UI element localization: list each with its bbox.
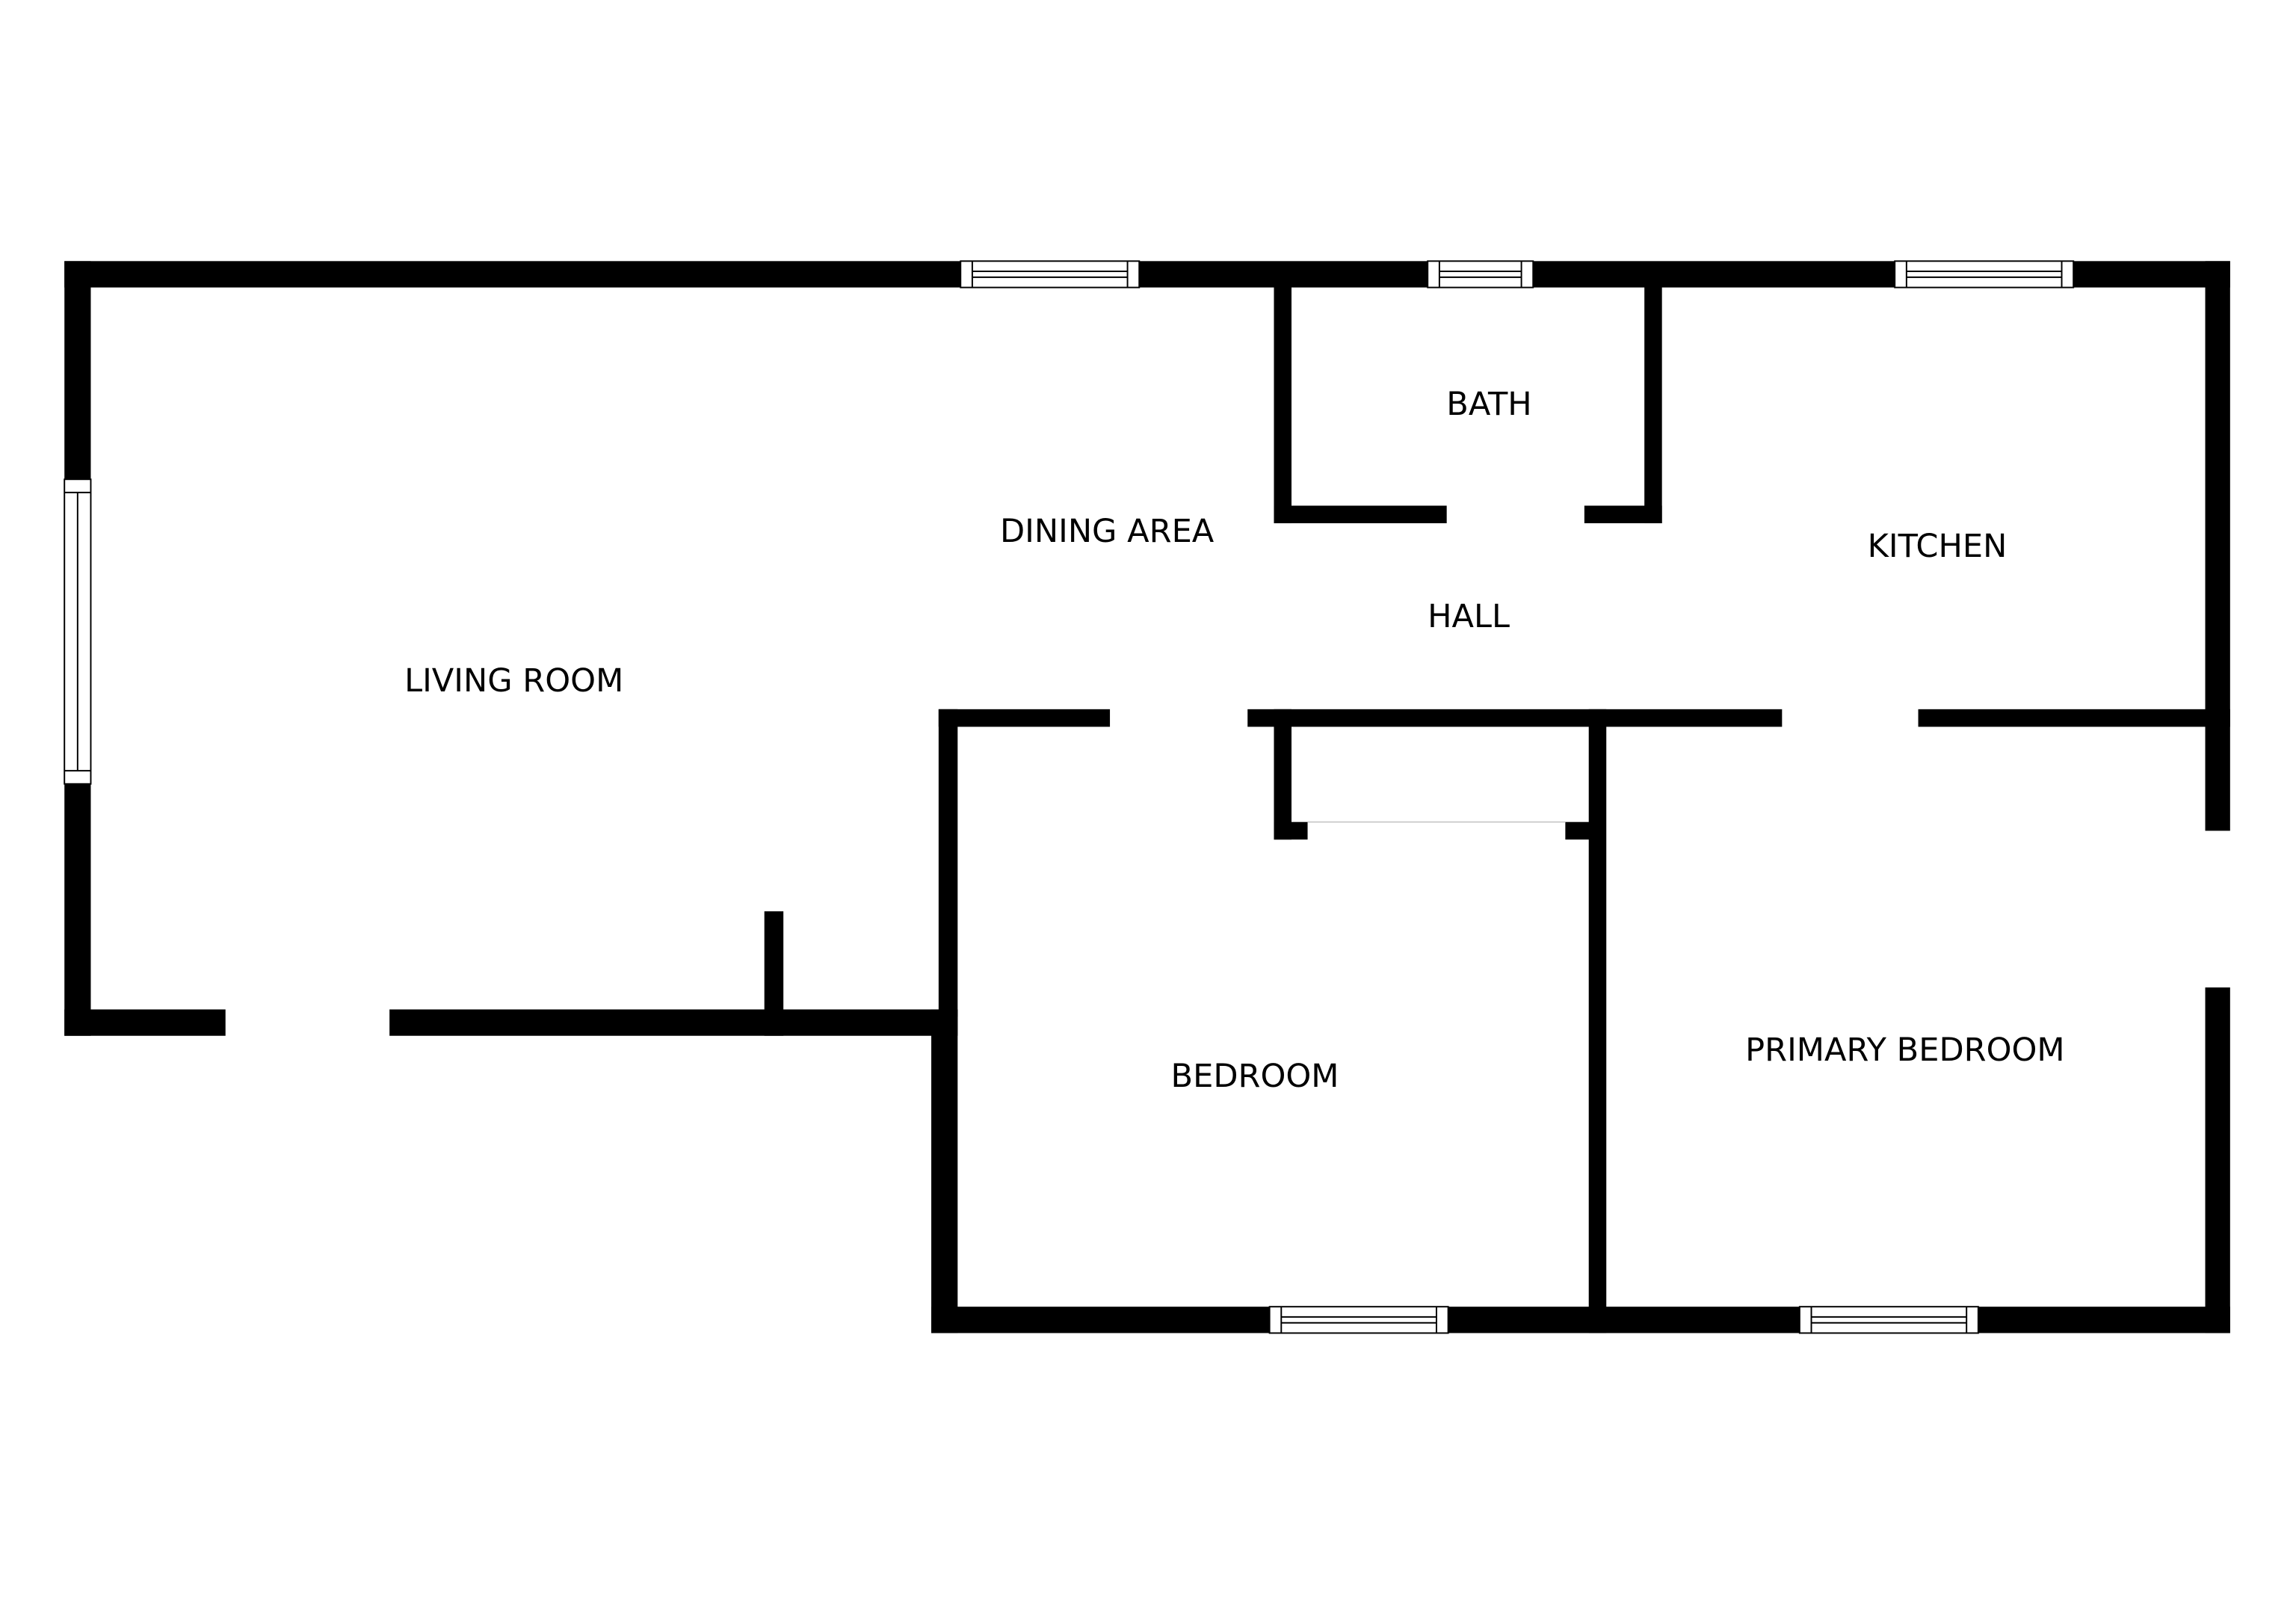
door-primary-exterior[interactable] — [2203, 830, 2232, 988]
wall-bedroom-divider — [1588, 709, 1607, 1333]
door-primary-bedroom[interactable] — [1782, 707, 1919, 729]
door-living-entry[interactable] — [225, 1008, 390, 1037]
wall-right — [2205, 261, 2230, 1333]
window-bottom-primary — [1798, 1306, 1979, 1334]
door-bath[interactable] — [1446, 504, 1584, 525]
room-label-bath: BATH — [1446, 386, 1531, 423]
window-top-bath — [1427, 260, 1534, 289]
wall-bath-right — [1644, 273, 1662, 524]
doors — [225, 504, 2232, 1037]
room-label-bedroom: BEDROOM — [1171, 1058, 1339, 1095]
wall-top — [64, 261, 2230, 288]
room-label-kitchen: KITCHEN — [1868, 528, 2008, 565]
windows — [64, 260, 2075, 1334]
room-label-primary-bedroom: PRIMARY BEDROOM — [1745, 1032, 2064, 1069]
window-top-dining — [960, 260, 1141, 289]
room-labels: LIVING ROOM DINING AREA BATH KITCHEN HAL… — [404, 386, 2065, 1095]
room-label-living-room: LIVING ROOM — [404, 662, 623, 700]
wall-bottom — [931, 1307, 2230, 1333]
wall-bedroom-left-lower — [931, 1009, 958, 1333]
room-label-hall: HALL — [1428, 598, 1510, 635]
wall-living-stub — [764, 911, 784, 1036]
wall-living-bottom — [64, 1009, 958, 1036]
walls — [64, 261, 2230, 1333]
room-label-dining-area: DINING AREA — [1000, 513, 1215, 550]
window-left-living — [64, 478, 92, 785]
wall-bath-left — [1274, 273, 1292, 524]
window-top-kitchen — [1894, 260, 2075, 289]
window-bottom-bedroom — [1268, 1306, 1449, 1334]
door-bedroom[interactable] — [1110, 707, 1248, 729]
wall-bedroom-left-upper — [938, 709, 958, 1017]
wall-closet-left — [1274, 709, 1292, 840]
door-closet[interactable] — [1307, 820, 1566, 842]
